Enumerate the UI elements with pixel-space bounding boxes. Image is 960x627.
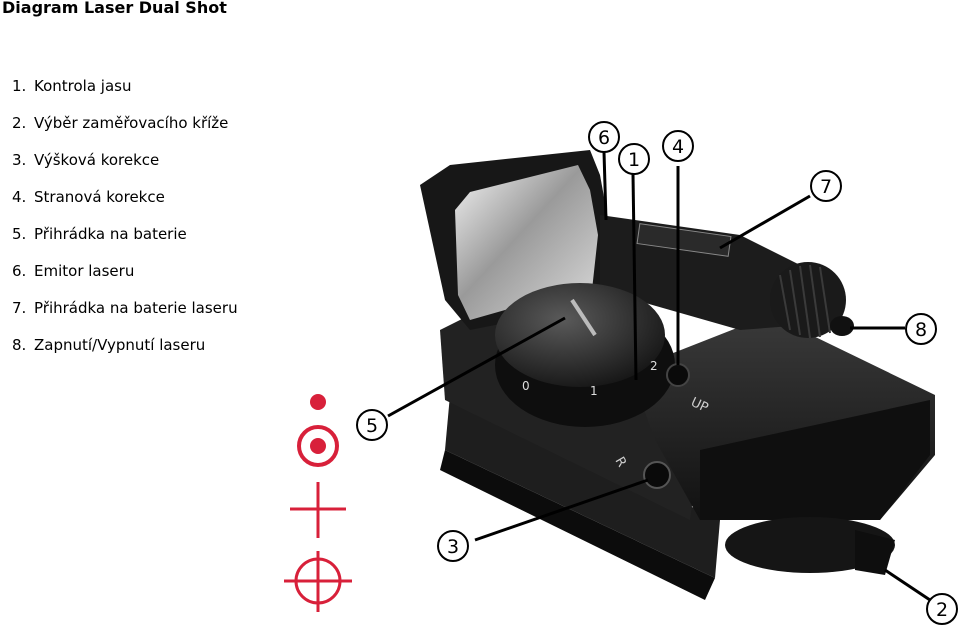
dial-mark: 2 <box>650 359 658 373</box>
svg-text:1: 1 <box>628 149 640 171</box>
legend-item: 8.Zapnutí/Vypnutí laseru <box>12 336 206 354</box>
brightness-dial: 0 1 2 <box>495 283 675 427</box>
reticle-crosshair <box>290 482 346 538</box>
callout-1: 1 <box>618 143 650 175</box>
up-label: UP <box>688 395 710 416</box>
reticle-circle-crosshair <box>284 551 352 612</box>
svg-text:7: 7 <box>820 176 832 198</box>
mounting-rail <box>445 395 720 578</box>
page-title: Diagram Laser Dual Shot <box>2 0 227 17</box>
red-dot-sight: 0 1 2 UP R <box>420 150 935 600</box>
reticle-selector-knob <box>725 517 895 573</box>
legend-list: 1.Kontrola jasu 2.Výběr zaměřovacího kří… <box>12 74 238 370</box>
dial-mark: 0 <box>522 379 530 393</box>
legend-item: 7.Přihrádka na baterie laseru <box>12 299 238 317</box>
svg-text:3: 3 <box>447 536 459 558</box>
legend-item: 6.Emitor laseru <box>12 262 135 280</box>
svg-text:8: 8 <box>915 319 927 341</box>
reticle-circle-dot <box>297 425 339 467</box>
svg-text:4: 4 <box>672 136 684 158</box>
reticle-options <box>284 394 352 612</box>
dial-mark: 1 <box>590 384 598 398</box>
callout-4: 4 <box>662 130 694 162</box>
callout-3: 3 <box>437 530 469 562</box>
reticle-dot <box>310 394 326 410</box>
svg-text:6: 6 <box>598 127 610 149</box>
callout-8: 8 <box>905 313 937 345</box>
elevation-screw <box>643 461 671 489</box>
callout-5: 5 <box>356 409 388 441</box>
svg-text:2: 2 <box>936 599 948 621</box>
legend-item: 1.Kontrola jasu <box>12 77 132 95</box>
legend-item: 3.Výšková korekce <box>12 151 160 169</box>
legend-item: 5.Přihrádka na baterie <box>12 225 187 243</box>
callout-6: 6 <box>588 121 620 153</box>
laser-battery-cap <box>770 262 846 339</box>
legend-item: 4.Stranová korekce <box>12 188 165 206</box>
callout-2: 2 <box>926 593 958 625</box>
legend-item: 2.Výběr zaměřovacího kříže <box>12 114 229 132</box>
svg-text:5: 5 <box>366 415 378 437</box>
callout-7: 7 <box>810 170 842 202</box>
callout-lines <box>387 151 931 602</box>
lens-window <box>455 165 598 320</box>
laser-switch <box>830 316 854 336</box>
windage-screw <box>666 363 690 387</box>
